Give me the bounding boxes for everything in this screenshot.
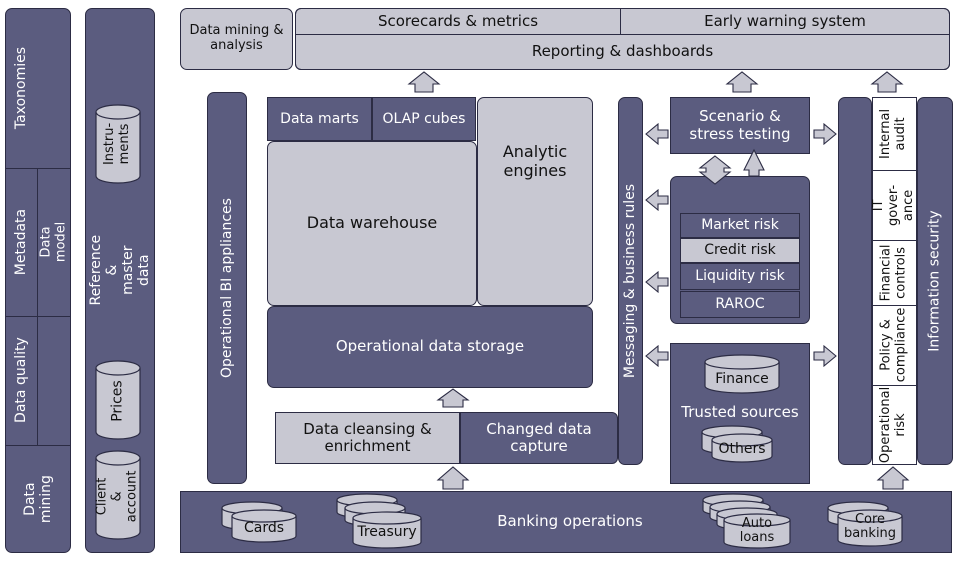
- risk-credit: Credit risk: [680, 238, 800, 263]
- cylinder-prices: [95, 360, 141, 440]
- arrow-up-icon: [876, 466, 910, 490]
- cylinder-treasury: [336, 493, 422, 549]
- cylinder-core-banking: [827, 501, 903, 547]
- arrow-up-icon: [436, 388, 470, 408]
- divider: [5, 445, 71, 447]
- data-cleansing-box: Data cleansing & enrichment: [275, 412, 460, 464]
- cylinder-instruments: [95, 104, 141, 184]
- cylinder-auto-loans: [702, 493, 791, 549]
- divider: [37, 168, 39, 445]
- operational-data-storage-box: Operational data storage: [267, 306, 593, 388]
- risk-raroc: RAROC: [680, 291, 800, 318]
- arrows: [407, 71, 910, 490]
- controls-left-bar: [838, 97, 872, 465]
- divider: [872, 305, 917, 307]
- core-banking-label: Core banking: [843, 511, 897, 541]
- banking-operations-bar: [180, 491, 952, 553]
- reporting-dashboards-box: Reporting & dashboards: [295, 34, 950, 70]
- arrow-up-icon: [725, 71, 759, 93]
- olap-cubes-box: OLAP cubes: [372, 97, 476, 141]
- arrow-up-icon: [407, 71, 441, 93]
- instruments-label: Instru- ments: [102, 122, 132, 166]
- auto-loans-label: Auto loans: [739, 515, 775, 545]
- cylinder-finance: [704, 354, 780, 394]
- finance-label: Finance: [715, 371, 769, 388]
- controls-column: [872, 97, 917, 465]
- arrow-right-icon: [813, 344, 837, 368]
- divider: [872, 240, 917, 242]
- data-marts-box: Data marts: [267, 97, 372, 141]
- information-security-bar: [917, 97, 953, 465]
- arrow-left-icon: [645, 188, 669, 212]
- operational-bi-appliances: [207, 92, 247, 484]
- data-mining-analysis-box: Data mining & analysis: [180, 8, 293, 70]
- analytic-engines-box: Analytic engines: [477, 97, 593, 306]
- arrow-diagonal-icon: [743, 148, 765, 177]
- treasury-label: Treasury: [357, 524, 417, 541]
- arrow-left-icon: [645, 344, 669, 368]
- arrow-left-icon: [645, 270, 669, 294]
- risk-liquidity: Liquidity risk: [680, 263, 800, 290]
- data-warehouse-box: Data warehouse: [267, 141, 477, 306]
- trusted-sources-label: Trusted sources: [681, 402, 799, 421]
- arrow-up-icon: [870, 71, 904, 93]
- cylinder-client-account: [95, 450, 141, 540]
- arrow-right-icon: [813, 122, 837, 146]
- divider: [872, 170, 917, 172]
- changed-data-capture-box: Changed data capture: [460, 412, 618, 464]
- risk-market: Market risk: [680, 213, 800, 238]
- banking-operations-label: Banking operations: [497, 511, 643, 530]
- cylinder-others: [701, 425, 773, 463]
- prices-label: Prices: [109, 380, 126, 422]
- cylinder-cards: [221, 501, 297, 543]
- divider: [872, 385, 917, 387]
- others-label: Others: [718, 441, 766, 458]
- scenario-stress-testing-box: Scenario & stress testing: [670, 97, 810, 154]
- arrow-left-icon: [645, 122, 669, 146]
- cards-label: Cards: [243, 520, 285, 537]
- arrow-double-icon: [698, 155, 732, 185]
- arrow-up-icon: [436, 466, 470, 490]
- client-account-label: Client & account: [94, 470, 140, 522]
- messaging-business-rules: [618, 97, 643, 465]
